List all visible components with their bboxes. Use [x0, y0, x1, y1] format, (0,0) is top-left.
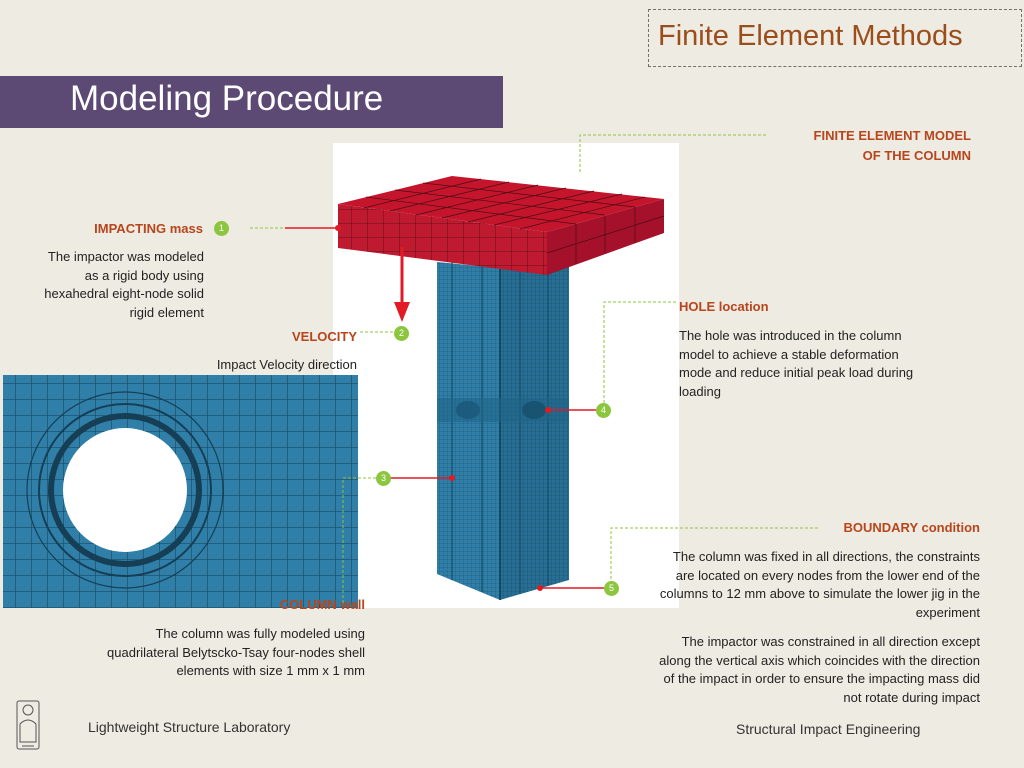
velocity-label: VELOCITY [291, 329, 357, 344]
boundary-condition-label: BOUNDARY condition [843, 520, 981, 535]
course-title: Finite Element Methods [658, 20, 963, 52]
hole-location-description: The hole was introduced in the column mo… [679, 328, 914, 399]
impacting-mass-label: IMPACTING mass [94, 221, 203, 236]
column-mesh [437, 258, 569, 600]
impacting-mass-description: The impactor was modeled as a rigid body… [44, 249, 204, 320]
callout-number-2: 2 [394, 326, 409, 341]
fe-model-label-line2: OF THE COLUMN [862, 148, 971, 163]
lab-logo [16, 700, 40, 750]
impactor-mesh [338, 176, 665, 275]
boundary-condition-paragraph-1: The column was fixed in all directions, … [659, 549, 980, 620]
footer-course-name: Structural Impact Engineering [736, 721, 921, 737]
callout-number-1: 1 [214, 221, 229, 236]
slide-title: Modeling Procedure [70, 79, 384, 118]
footer-lab-name: Lightweight Structure Laboratory [88, 719, 291, 735]
velocity-arrow [394, 247, 410, 322]
slide-title-bar [0, 76, 503, 128]
column-wall-label: COLUMN wall [279, 597, 365, 612]
callout-number-4: 4 [596, 403, 611, 418]
boundary-condition-paragraph-2: The impactor was constrained in all dire… [659, 634, 980, 705]
callout-number-3: 3 [376, 471, 391, 486]
hole-location-label: HOLE location [679, 299, 769, 314]
course-title-frame [648, 9, 1022, 67]
fe-model-label-line1: FINITE ELEMENT MODEL [813, 128, 971, 143]
velocity-description: Impact Velocity direction [216, 357, 357, 372]
hole-detail-mesh [3, 375, 358, 608]
column-wall-description: The column was fully modeled using quadr… [107, 626, 365, 678]
callout-number-5: 5 [604, 581, 619, 596]
